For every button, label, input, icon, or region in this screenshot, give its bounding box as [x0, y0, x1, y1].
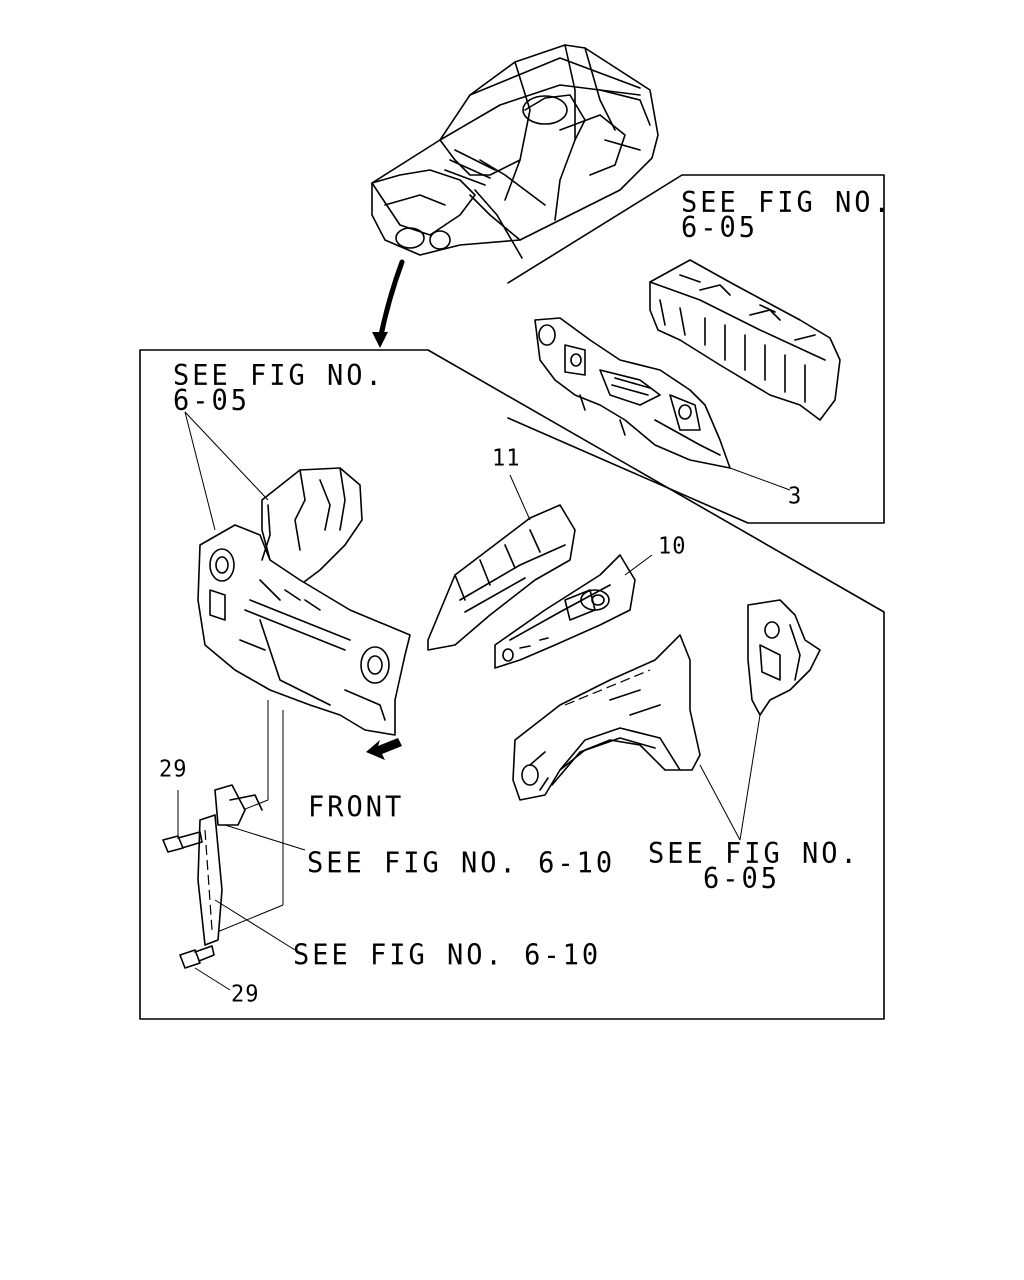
- pointer-arrow: [377, 259, 405, 343]
- vehicle-body-overview: [371, 44, 659, 259]
- see-fig-line1: SEE FIG NO.: [173, 359, 385, 393]
- see-fig-label-upper: SEE FIG NO. 6-10: [307, 847, 616, 880]
- see-fig-label-bottom-right: SEE FIG NO. 6-05: [648, 837, 860, 896]
- see-fig-label-top-left: SEE FIG NO. 6-05: [173, 359, 385, 418]
- part-number-29-top: 29: [159, 756, 188, 783]
- see-fig-label-lower: SEE FIG NO. 6-10: [293, 939, 602, 972]
- see-fig-line1: SEE FIG NO.: [648, 837, 860, 871]
- part-number-10: 10: [658, 533, 687, 560]
- upper-right-frame: [507, 174, 885, 524]
- part-number-11: 11: [492, 445, 521, 472]
- panel-10: [494, 554, 636, 669]
- front-fender: [512, 634, 701, 801]
- front-arrow-icon: [366, 738, 402, 760]
- bolt-29-top: [162, 831, 203, 853]
- bolt-29-bottom: [179, 945, 215, 969]
- see-fig-line2: 6-05: [703, 862, 781, 896]
- hood-latch-support: [197, 784, 306, 951]
- see-fig-label-top-right: SEE FIG NO. 6-05: [681, 186, 893, 245]
- see-fig-line2: 6-05: [173, 384, 251, 418]
- front-end-structure: [197, 467, 411, 736]
- cowl-top-panel: [649, 259, 841, 421]
- part-number-3: 3: [788, 483, 803, 510]
- part-number-29-bottom: 29: [231, 981, 260, 1008]
- inner-apron-panel: [747, 599, 821, 716]
- see-fig-line1: SEE FIG NO.: [681, 186, 893, 220]
- front-label: FRONT: [308, 791, 405, 824]
- see-fig-line2: 6-05: [681, 211, 759, 245]
- panel-11: [427, 504, 576, 651]
- main-frame: [139, 349, 885, 1020]
